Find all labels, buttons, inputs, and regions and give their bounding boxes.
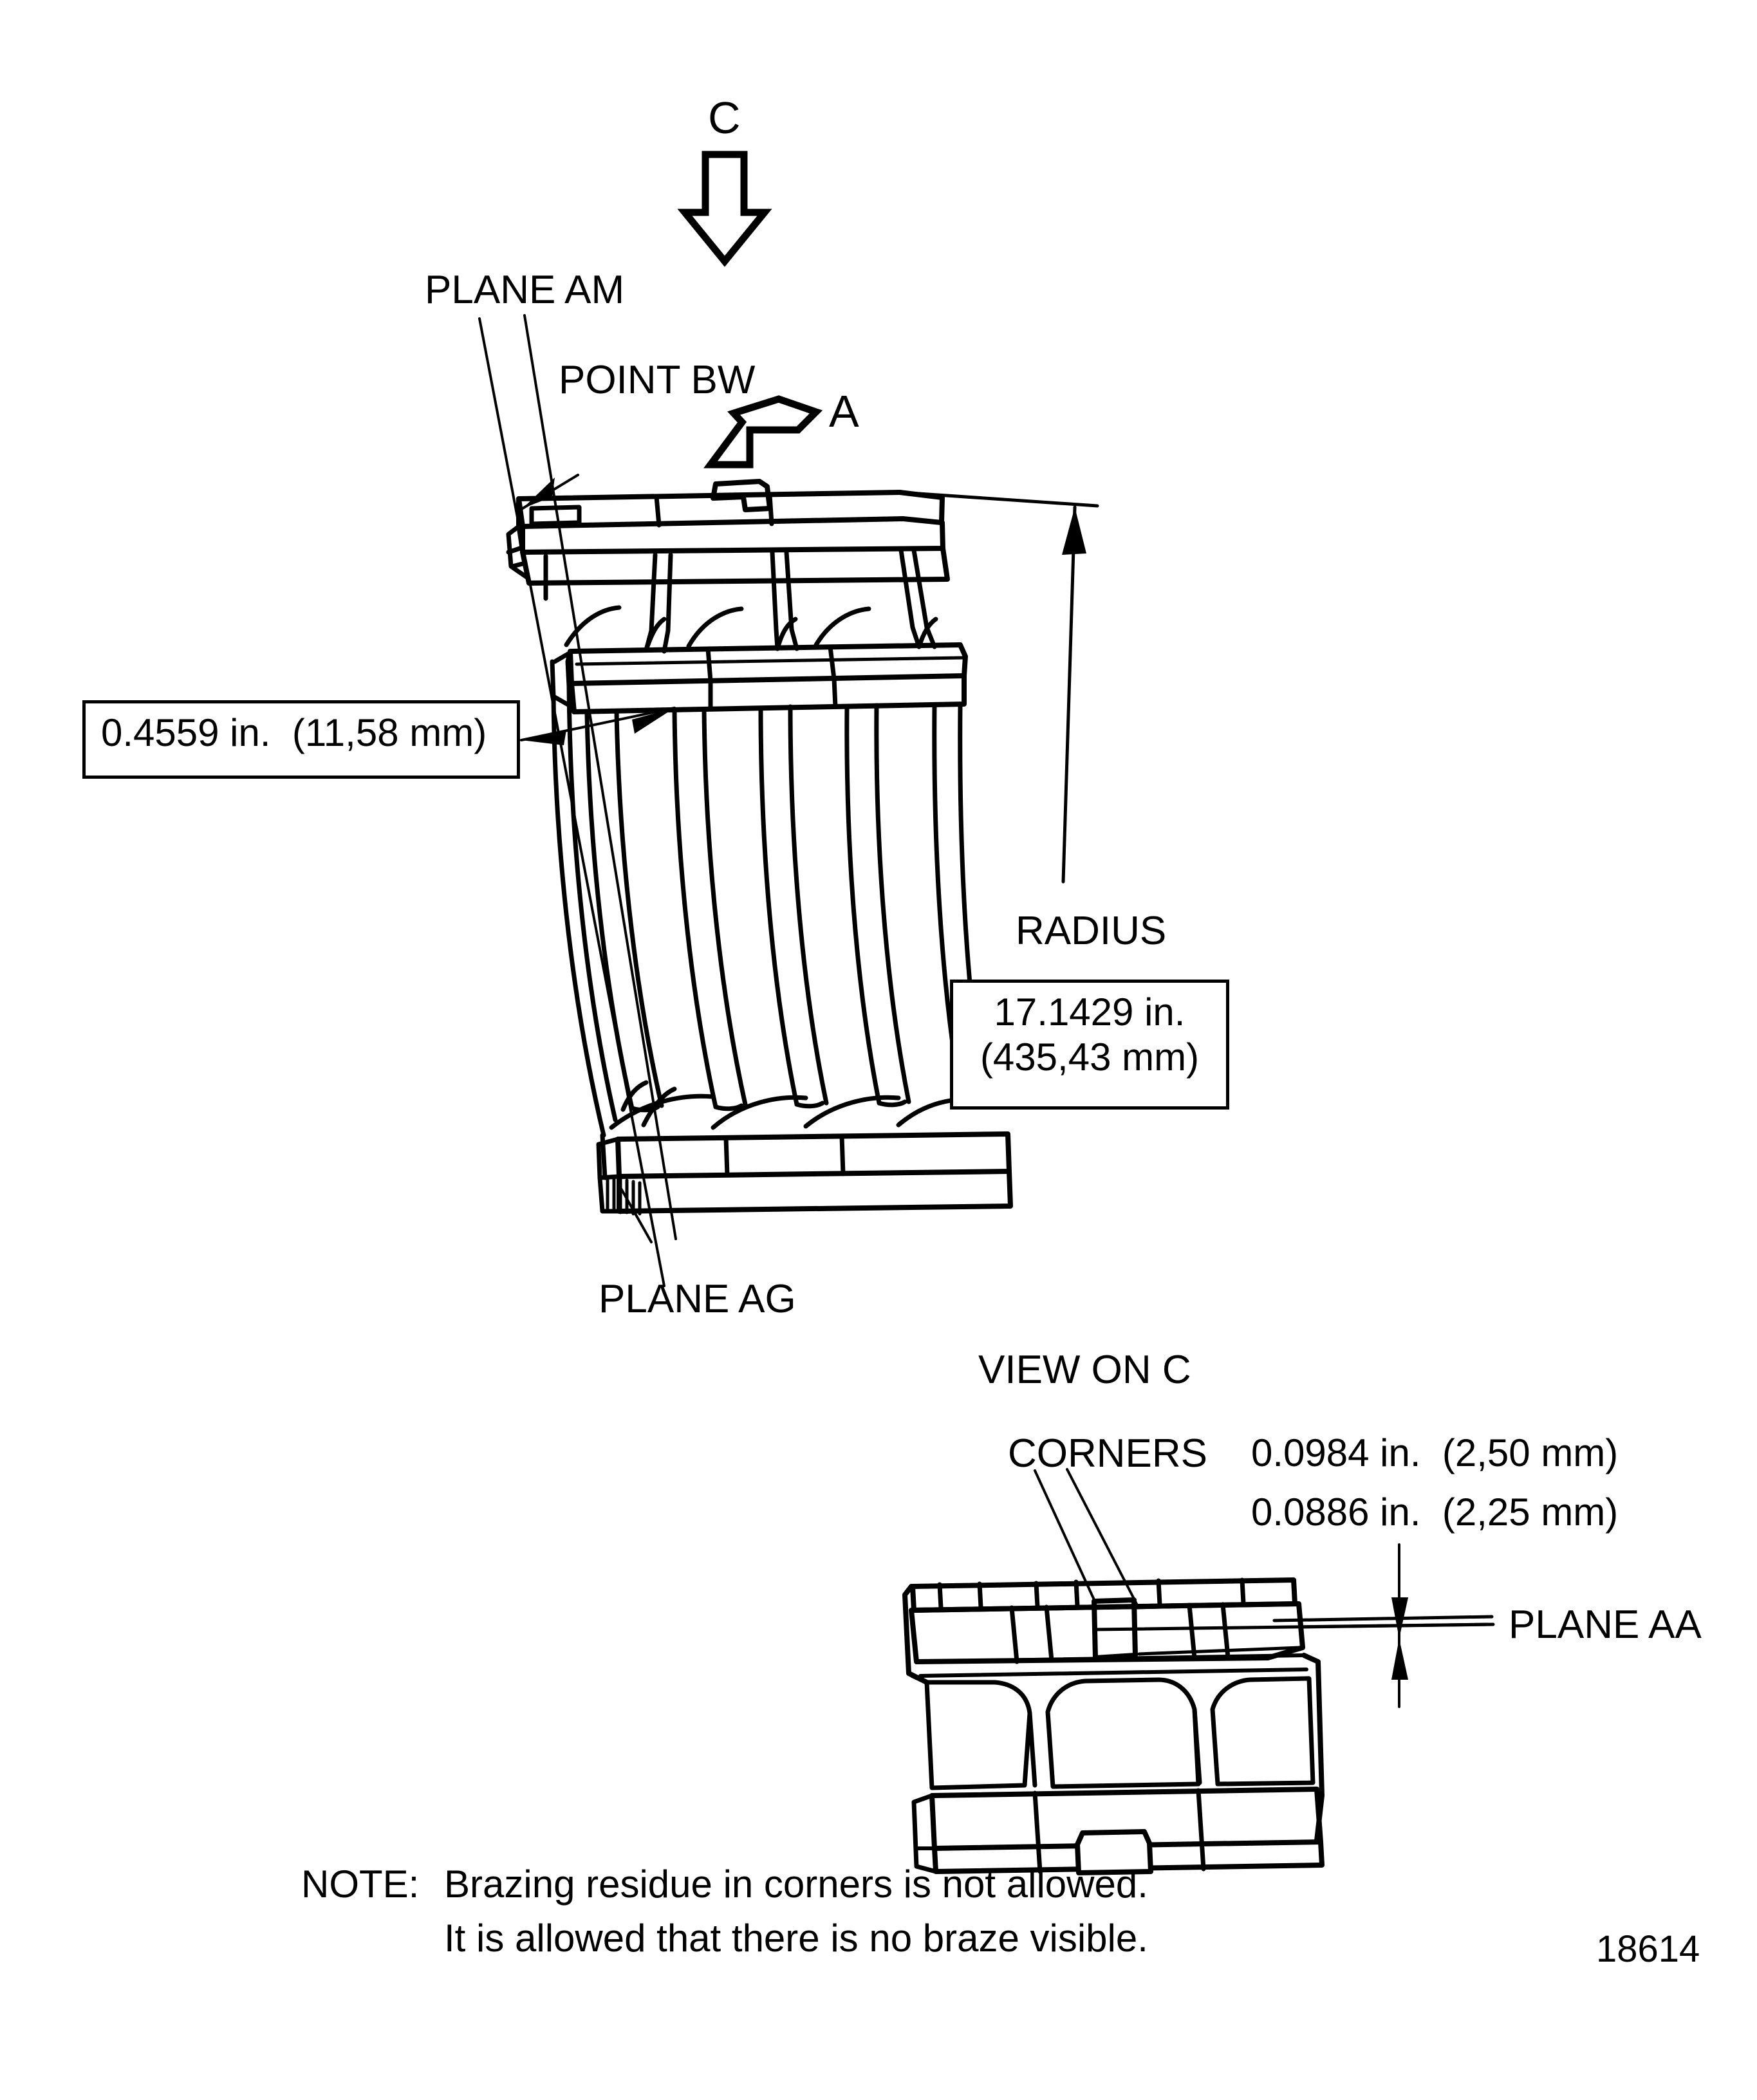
view-arrow-a-icon <box>703 395 823 469</box>
radius-extension-line <box>898 490 1099 508</box>
detail-dim-upper: 0.0984 in. (2,50 mm) <box>1251 1431 1619 1474</box>
leader-lines <box>478 314 1099 1287</box>
thickness-callout-text: 0.4559 in. (11,58 mm) <box>101 711 487 754</box>
label-point-bw: POINT BW <box>559 358 756 402</box>
note-prefix: NOTE: <box>301 1863 420 1906</box>
corners-leader-left <box>1034 1469 1097 1604</box>
plane-am-leader-left <box>478 317 665 1287</box>
detail-view-leaders <box>1034 1468 1495 1708</box>
label-plane-am: PLANE AM <box>425 268 625 312</box>
label-plane-ag: PLANE AG <box>599 1277 796 1321</box>
note-line-1: Brazing residue in corners is not allowe… <box>444 1863 1148 1906</box>
plane-ag-leader <box>617 1182 653 1243</box>
note-line-2: It is allowed that there is no braze vis… <box>444 1917 1148 1960</box>
detail-dim-lower: 0.0886 in. (2,25 mm) <box>1251 1491 1619 1534</box>
radius-callout-line2: (435,43 mm) <box>980 1036 1200 1079</box>
radius-callout-box: 17.1429 in. (435,43 mm) <box>950 980 1229 1110</box>
detail-view-on-c-geometry <box>902 1577 1494 1875</box>
radius-callout-line1: 17.1429 in. <box>994 990 1185 1034</box>
label-radius: RADIUS <box>1016 909 1167 953</box>
label-corners: CORNERS <box>1008 1431 1208 1476</box>
view-marker-c: C <box>708 93 741 143</box>
plane-am-leader-right <box>523 314 677 1240</box>
view-arrow-c-icon <box>677 151 772 267</box>
thickness-callout-box: 0.4559 in. (11,58 mm) <box>82 700 520 779</box>
detail-view-title: VIEW ON C <box>978 1348 1191 1392</box>
label-plane-aa: PLANE AA <box>1509 1603 1702 1647</box>
nozzle-segment-main-view <box>506 479 1013 1216</box>
corners-leader-right <box>1066 1468 1138 1605</box>
radius-dim-line <box>1061 505 1077 884</box>
plane-aa-leader <box>1301 1622 1495 1629</box>
figure-number: 18614 <box>1596 1928 1700 1970</box>
view-marker-a: A <box>829 386 859 436</box>
